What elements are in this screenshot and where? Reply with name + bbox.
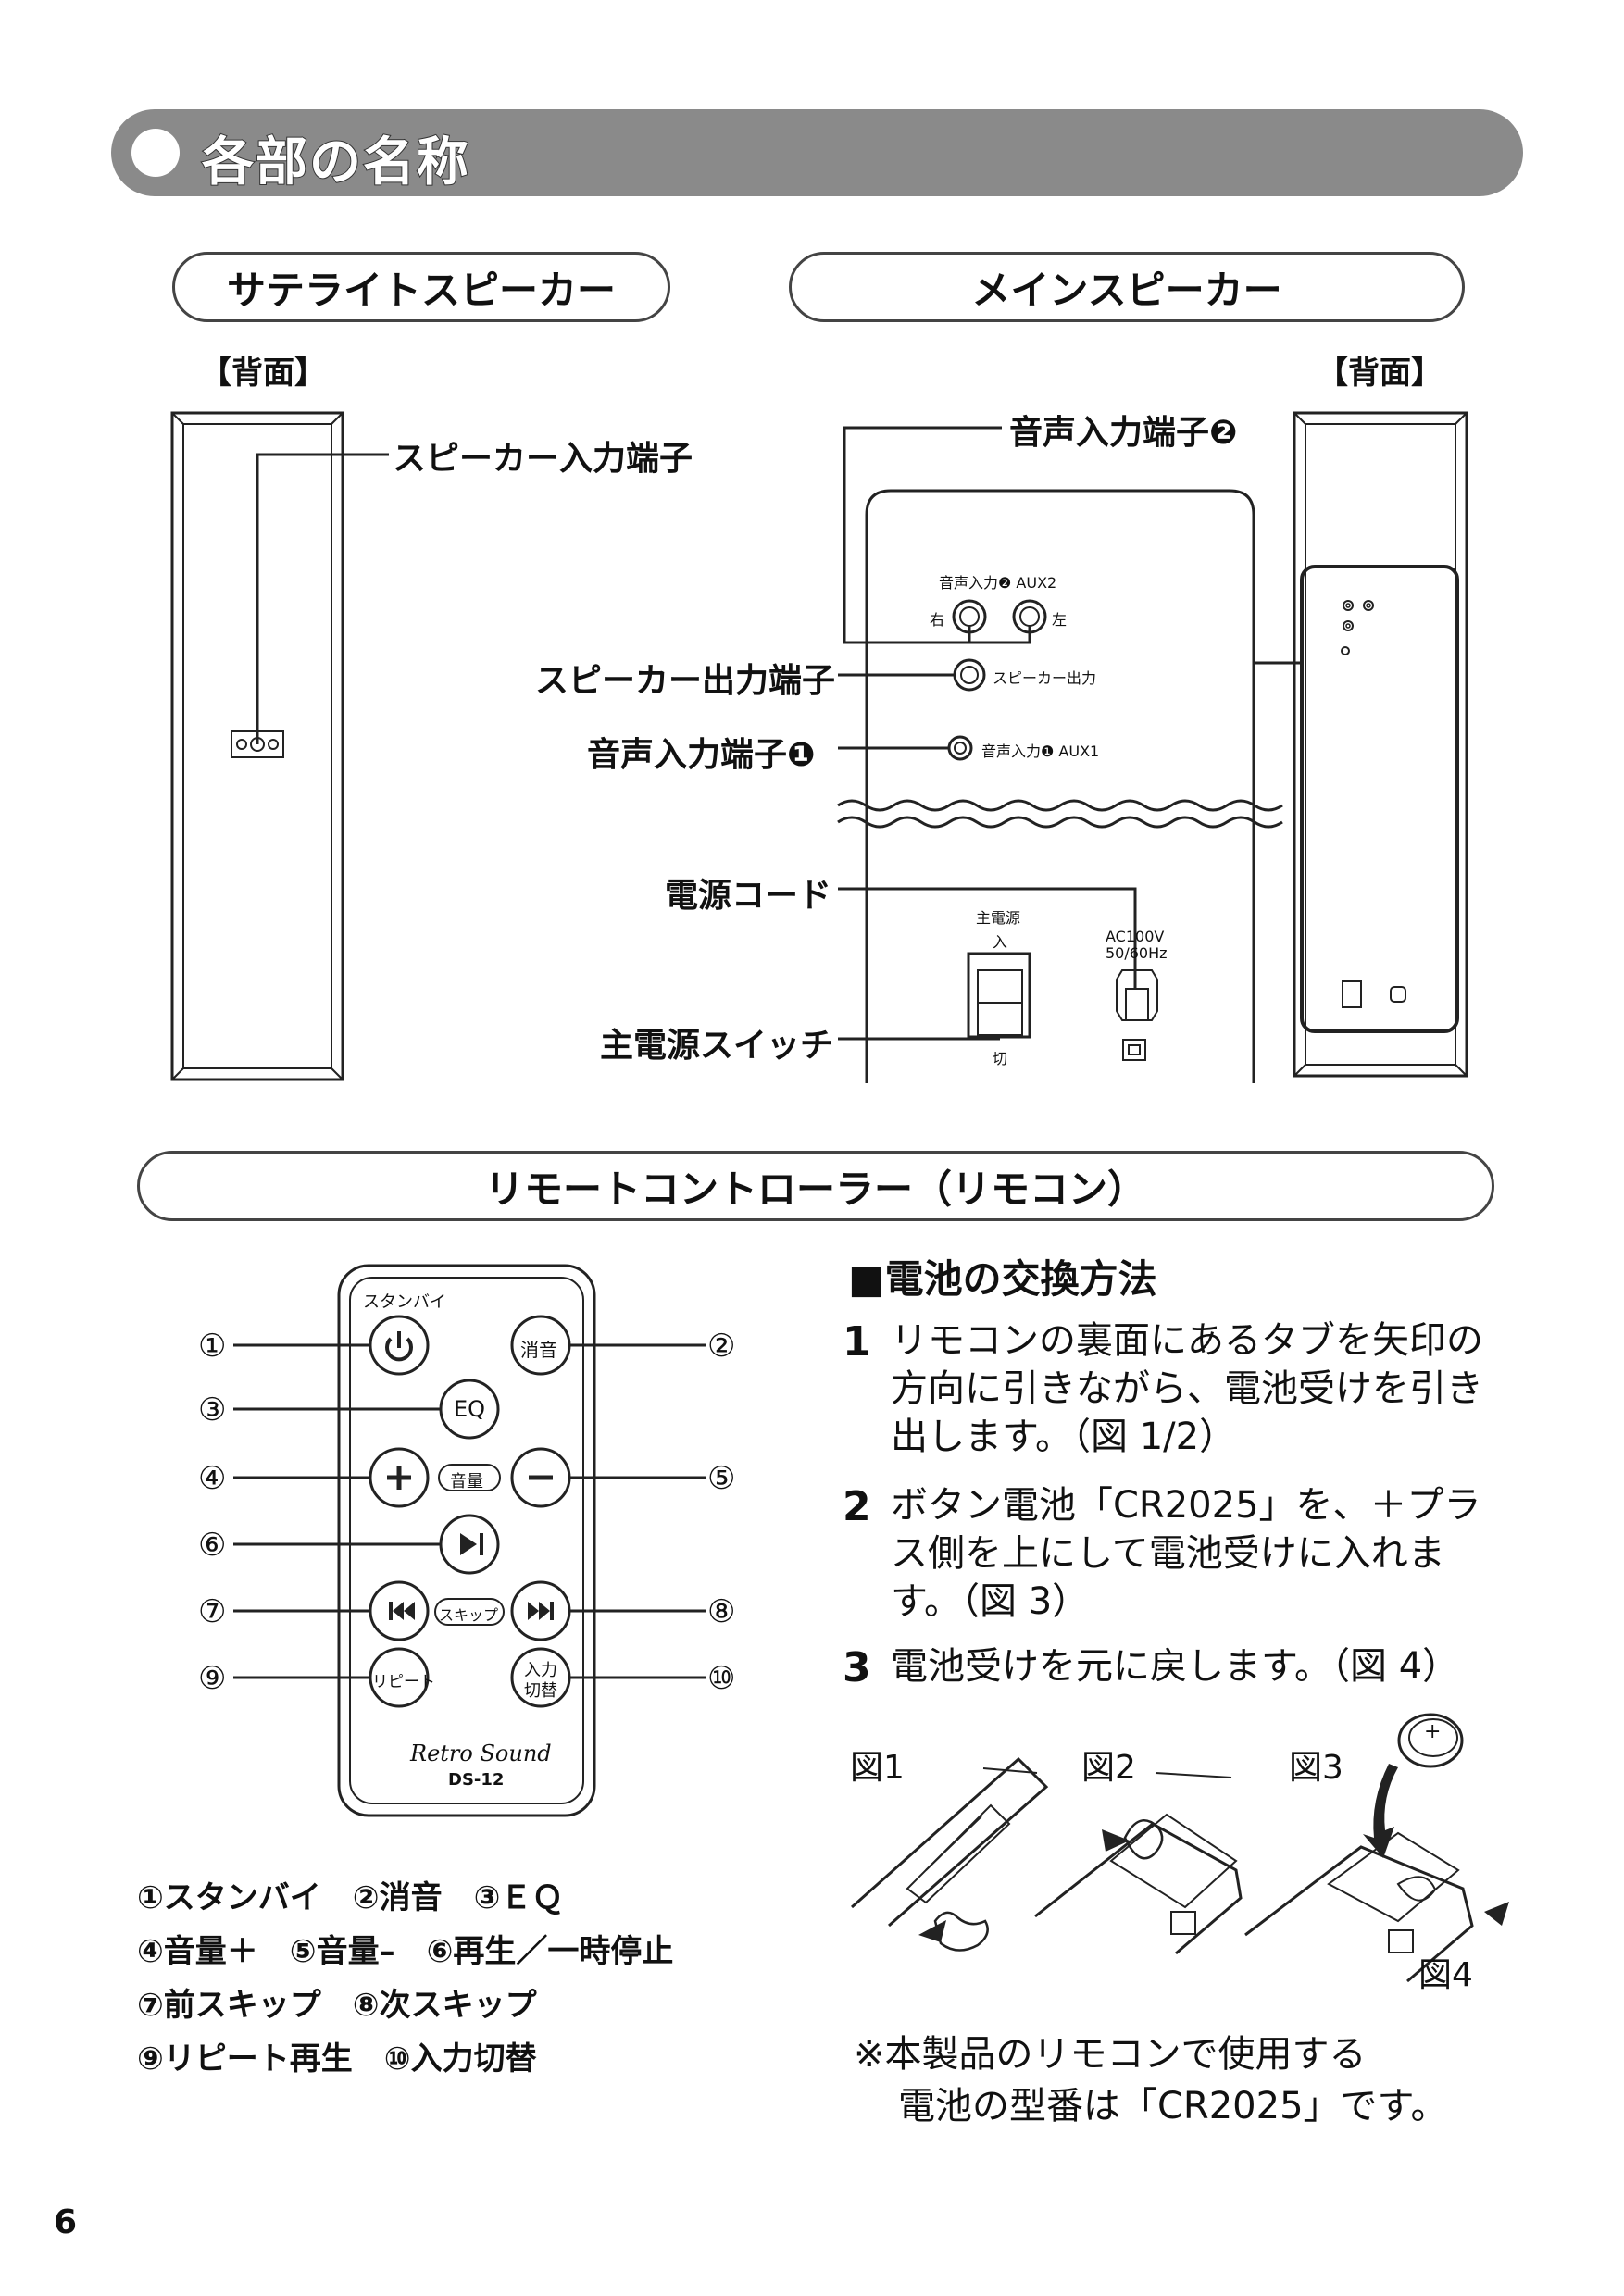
- power-cord-label: 電源コード: [665, 877, 832, 915]
- ac-frequency-text: 50/60Hz: [1106, 944, 1168, 962]
- remote-heading: リモートコントローラー（リモコン）: [137, 1151, 1494, 1221]
- power-switch-label: 主電源スイッチ: [600, 1027, 834, 1065]
- battery-note-line-2: 電池の型番は「CR2025」です。: [898, 2085, 1448, 2128]
- bullet-dot-icon: [131, 129, 180, 177]
- callout-7: ⑦: [198, 1593, 227, 1630]
- battery-figure-3: [1244, 1713, 1474, 1983]
- left-channel-text: 左: [1052, 611, 1068, 629]
- step-2-number: 2: [843, 1483, 871, 1530]
- step-1-number: 1: [843, 1318, 871, 1366]
- main-power-panel-text: 主電源: [976, 909, 1021, 927]
- step-1-text: リモコンの裏面にあるタブを矢印の方向に引きながら、電池受けを引き出します。（図 …: [891, 1319, 1483, 1458]
- satellite-side-label: 【背面】: [200, 355, 326, 392]
- battery-note-line-1: ※本製品のリモコンで使用する: [854, 2033, 1367, 2076]
- repeat-button-text: リピート: [372, 1673, 435, 1691]
- ac-voltage-text: AC100V: [1106, 928, 1165, 945]
- legend-line-2: ④音量＋ ⑤音量– ⑥再生／一時停止: [137, 1933, 674, 1970]
- figure-3-label: 図3: [1289, 1749, 1343, 1787]
- battery-heading: ■電池の交換方法: [848, 1256, 1157, 1302]
- figure-1-label: 図1: [850, 1749, 905, 1787]
- page-number: 6: [54, 2203, 78, 2241]
- figure-4-label: 図4: [1418, 1956, 1473, 1994]
- battery-arrows: [918, 1764, 1509, 1942]
- right-channel-text: 右: [930, 611, 945, 629]
- satellite-heading: サテライトスピーカー: [172, 252, 670, 322]
- step-3-text: 電池受けを元に戻します。（図 4）: [891, 1645, 1460, 1688]
- main-speaker-illustration: [1254, 411, 1468, 1078]
- step-2-text: ボタン電池「CR2025」を、＋プラス側を上にして電池受けに入れます。（図 3）: [891, 1484, 1481, 1623]
- power-off-text: 切: [993, 1050, 1008, 1067]
- callout-6: ⑥: [198, 1527, 227, 1564]
- remote-glyphs: [389, 1533, 554, 1620]
- callout-10: ⑩: [707, 1660, 736, 1697]
- figure-2-label: 図2: [1081, 1749, 1136, 1787]
- brand-logo: Retro Sound: [410, 1741, 552, 1766]
- power-on-text: 入: [993, 933, 1008, 951]
- input-button-text-1: 入力: [524, 1661, 557, 1680]
- input-button-text-2: 切替: [524, 1681, 557, 1701]
- callout-2: ②: [707, 1328, 736, 1365]
- main-speaker-heading: メインスピーカー: [789, 252, 1465, 322]
- standby-small-text: スタンバイ: [363, 1292, 446, 1312]
- satellite-speaker-illustration: [170, 411, 389, 1081]
- volume-button-text: 音量: [450, 1472, 483, 1491]
- main-leader-lines: [838, 426, 1137, 1041]
- section-title: 各部の名称: [201, 131, 470, 193]
- remote-callout-lines: [233, 1343, 706, 1679]
- speaker-output-label: スピーカー出力端子: [535, 662, 836, 700]
- callout-3: ③: [198, 1391, 227, 1429]
- battery-plus-mark: +: [1424, 1720, 1442, 1743]
- main-panel-detail: [837, 489, 1283, 1083]
- aux2-panel-text: 音声入力❷ AUX2: [939, 574, 1057, 592]
- legend-line-3: ⑦前スキップ ⑧次スキップ: [137, 1987, 537, 2024]
- callout-4: ④: [198, 1460, 227, 1497]
- step-3-number: 3: [843, 1644, 871, 1691]
- battery-figure-1: [851, 1756, 1049, 1952]
- skip-button-text: スキップ: [439, 1606, 499, 1624]
- speaker-input-terminal-label: スピーカー入力端子: [393, 440, 693, 478]
- audio-input-1-label: 音声入力端子❶: [587, 736, 816, 774]
- speaker-out-panel-text: スピーカー出力: [993, 669, 1097, 687]
- mute-button-text: 消音: [520, 1339, 557, 1361]
- battery-figure-2: [1034, 1772, 1243, 1955]
- audio-input-2-label: 音声入力端子❷: [1009, 414, 1238, 452]
- eq-button-text: EQ: [454, 1396, 486, 1422]
- callout-8: ⑧: [707, 1593, 736, 1630]
- main-side-label: 【背面】: [1317, 355, 1443, 392]
- callout-5: ⑤: [707, 1460, 736, 1497]
- callout-1: ①: [198, 1328, 227, 1365]
- callout-9: ⑨: [198, 1660, 227, 1697]
- legend-line-4: ⑨リピート再生 ⑩入力切替: [137, 2040, 537, 2078]
- section-banner: [111, 109, 1523, 196]
- model-number: DS-12: [448, 1770, 505, 1790]
- aux1-panel-text: 音声入力❶ AUX1: [981, 742, 1100, 760]
- legend-line-1: ①スタンバイ ②消音 ③ＥＱ: [137, 1879, 564, 1916]
